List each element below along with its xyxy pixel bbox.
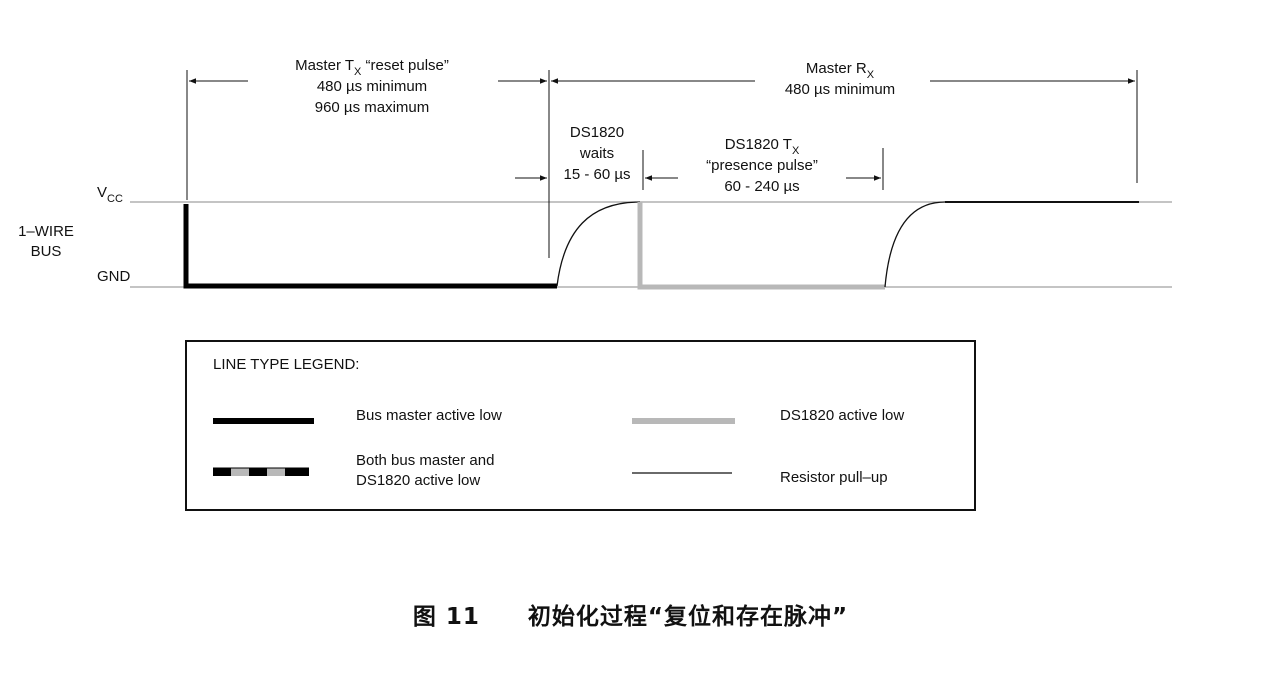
master-tx-min: 480 µs minimum (317, 78, 427, 95)
legend-swatch-both (213, 467, 309, 476)
ds-tx-title: DS1820 TX (725, 136, 800, 157)
ds-tx-presence: “presence pulse” (706, 157, 818, 174)
master-rx-title: Master RX (806, 60, 875, 81)
vcc-label: VCC (97, 184, 123, 205)
ds-waits-line1: DS1820 (570, 124, 624, 141)
legend-border (185, 340, 976, 511)
ds1820-presence-pulse (637, 202, 885, 290)
line-type-legend: LINE TYPE LEGEND: Bus master active low … (185, 340, 976, 511)
master-reset-pulse (183, 204, 557, 289)
bus-label-line2: BUS (31, 243, 62, 260)
legend-label-master: Bus master active low (356, 407, 502, 424)
ds-waits-line2: waits (579, 145, 614, 162)
master-rx-min: 480 µs minimum (785, 81, 895, 98)
figure-caption: 图 11 初始化过程“复位和存在脉冲” (0, 597, 1261, 631)
pullup-rise-1 (556, 201, 641, 287)
bus-label-line1: 1–WIRE (18, 223, 74, 240)
legend-label-both-line2: DS1820 active low (356, 472, 480, 489)
master-tx-title: Master TX “reset pulse” (295, 57, 449, 78)
legend-label-pullup: Resistor pull–up (780, 469, 888, 486)
pullup-rise-2 (884, 201, 946, 288)
ds-waits-line3: 15 - 60 µs (563, 166, 630, 183)
figure-caption-text: 初始化过程“复位和存在脉冲” (527, 604, 849, 630)
legend-label-both-line1: Both bus master and (356, 452, 494, 469)
gnd-label: GND (97, 268, 131, 285)
legend-label-ds1820: DS1820 active low (780, 407, 904, 424)
legend-title: LINE TYPE LEGEND: (213, 356, 359, 373)
master-tx-max: 960 µs maximum (315, 99, 430, 116)
ds-tx-range: 60 - 240 µs (724, 178, 799, 195)
figure-number: 图 11 (412, 604, 480, 630)
